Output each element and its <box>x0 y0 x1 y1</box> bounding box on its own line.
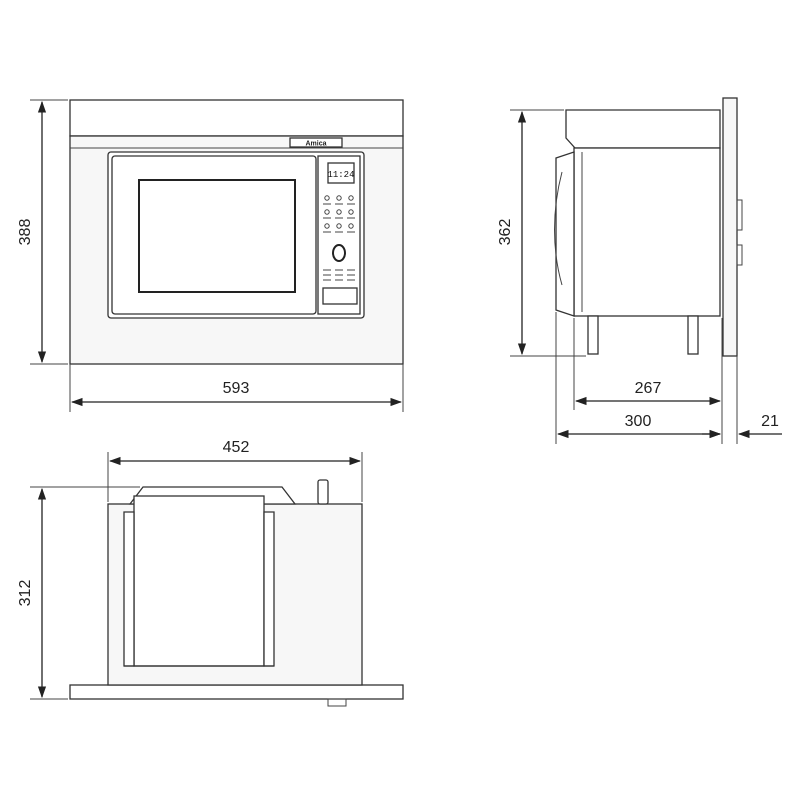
top-oven-box <box>133 495 265 667</box>
control-legend <box>323 269 355 281</box>
control-buttons <box>323 195 355 233</box>
door-open-button <box>322 287 358 305</box>
side-height-label: 362 <box>497 219 514 246</box>
side-depth-label: 300 <box>625 413 652 430</box>
front-height-label: 388 <box>17 219 34 246</box>
side-door-profile <box>555 151 575 317</box>
top-vent-pipe <box>317 479 329 505</box>
door-outer <box>107 151 365 319</box>
side-inner-depth-label: 267 <box>635 380 662 397</box>
control-panel <box>317 155 361 315</box>
front-width-label: 593 <box>223 380 250 397</box>
side-foot-front <box>587 315 599 355</box>
front-view: Amica 11:24 388 <box>17 99 404 412</box>
top-width-label: 452 <box>223 439 250 456</box>
door-panel <box>111 155 317 315</box>
side-foot-rear <box>687 315 699 355</box>
control-display <box>327 162 355 184</box>
side-body <box>573 147 721 317</box>
front-top-trim <box>69 99 404 137</box>
top-view: 452 312 <box>17 439 404 707</box>
brand-plate <box>289 137 343 148</box>
side-offset-label: 21 <box>761 413 779 430</box>
door-window <box>138 179 296 293</box>
top-height-label: 312 <box>17 580 34 607</box>
display-text: 11:24 <box>327 170 354 180</box>
side-top-trim <box>565 109 721 149</box>
cabinet-wall <box>722 97 738 357</box>
brand-label: Amica <box>305 141 326 148</box>
top-base-plate <box>69 684 404 700</box>
control-knob <box>332 244 346 262</box>
side-view: 362 267 300 21 <box>497 97 782 444</box>
